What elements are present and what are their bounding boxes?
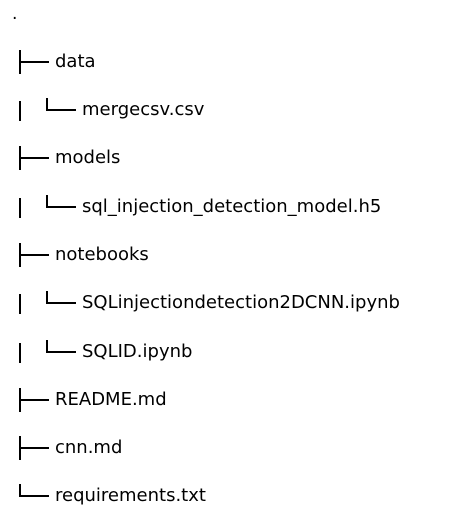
tree-connector <box>19 254 49 256</box>
entry-name: SQLinjectiondetection2DCNN.ipynb <box>82 292 400 313</box>
entry-name: cnn.md <box>55 437 123 458</box>
tree-connector <box>46 291 48 304</box>
tree-connector <box>19 61 49 63</box>
tree-connector <box>46 302 76 304</box>
tree-connector <box>46 98 48 111</box>
tree-connector <box>19 157 49 159</box>
entry-name: sql_injection_detection_model.h5 <box>82 196 382 217</box>
tree-connector <box>19 198 21 218</box>
tree-connector <box>19 447 49 449</box>
tree-connector <box>19 343 21 363</box>
entry-name: data <box>55 51 96 72</box>
tree-connector <box>19 484 21 497</box>
entry-name: mergecsv.csv <box>82 99 205 120</box>
tree-connector <box>19 399 49 401</box>
entry-name: models <box>55 147 121 168</box>
entry-name: README.md <box>55 389 167 410</box>
tree-connector <box>19 101 21 121</box>
entry-name: requirements.txt <box>55 485 206 506</box>
tree-connector <box>46 109 76 111</box>
entry-name: notebooks <box>55 244 149 265</box>
tree-connector <box>19 294 21 314</box>
root-dot: . <box>12 4 18 24</box>
tree-connector <box>46 351 76 353</box>
tree-connector <box>46 206 76 208</box>
entry-name: SQLID.ipynb <box>82 341 193 362</box>
tree-connector <box>19 495 49 497</box>
tree-connector <box>46 340 48 353</box>
tree-connector <box>46 195 48 208</box>
